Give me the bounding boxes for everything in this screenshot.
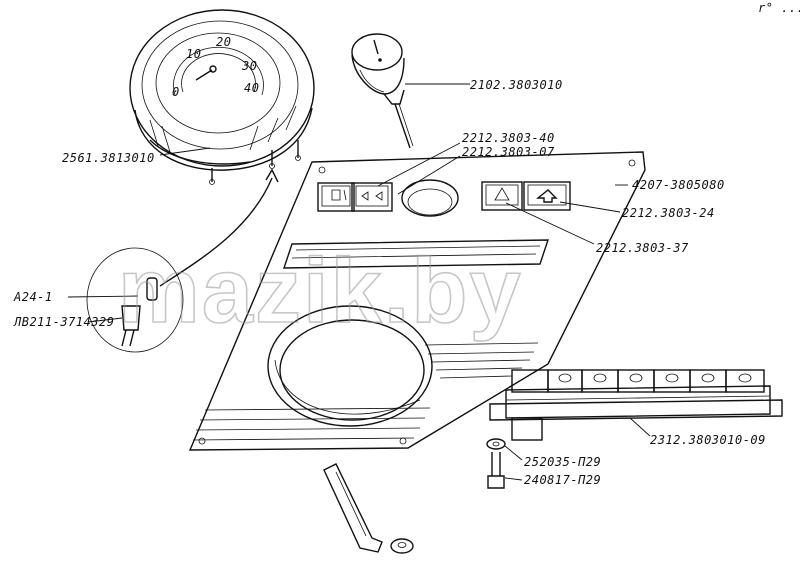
label-switch-b: 2212.3803-07 <box>462 145 555 159</box>
washer <box>486 438 506 450</box>
gauge-tick: 20 <box>216 35 231 49</box>
label-bulb-socket: ЛВ211-3714329 <box>13 315 114 329</box>
rocker-switch-right <box>481 181 571 211</box>
label-lamp-button: 2102.3803010 <box>470 78 563 92</box>
label-switch-d: 2212.3803-37 <box>596 241 689 255</box>
instrument-panel <box>188 151 646 451</box>
label-switch-c: 2212.3803-24 <box>622 206 715 220</box>
bulb-and-socket <box>86 168 279 353</box>
label-speedometer: 2561.3813010 <box>62 151 155 165</box>
nut <box>390 538 414 554</box>
rocker-switch-left <box>317 182 393 212</box>
bolt <box>487 452 505 489</box>
gauge-tick: 10 <box>186 47 201 61</box>
gauge-tick: 30 <box>241 59 257 73</box>
leader-lines <box>67 83 651 481</box>
gauge-tick: 40 <box>244 81 259 95</box>
switch-block <box>489 369 783 441</box>
label-panel: 4207-3805080 <box>632 178 725 192</box>
gauge-tick: 0 <box>172 85 180 99</box>
label-bolt: 240817-П29 <box>524 473 601 487</box>
label-washer: 252035-П29 <box>524 455 601 469</box>
watermark: mazik.by <box>118 240 523 342</box>
speedometer: 0 10 20 30 40 <box>129 9 315 185</box>
warning-lamp-button <box>351 33 414 149</box>
label-switch-block: 2312.3803010-09 <box>650 433 766 447</box>
label-bulb: A24-1 <box>13 290 53 304</box>
corner-mark: r° ... <box>758 1 800 15</box>
label-switch-a: 2212.3803-40 <box>462 131 555 145</box>
bracket <box>323 463 383 553</box>
